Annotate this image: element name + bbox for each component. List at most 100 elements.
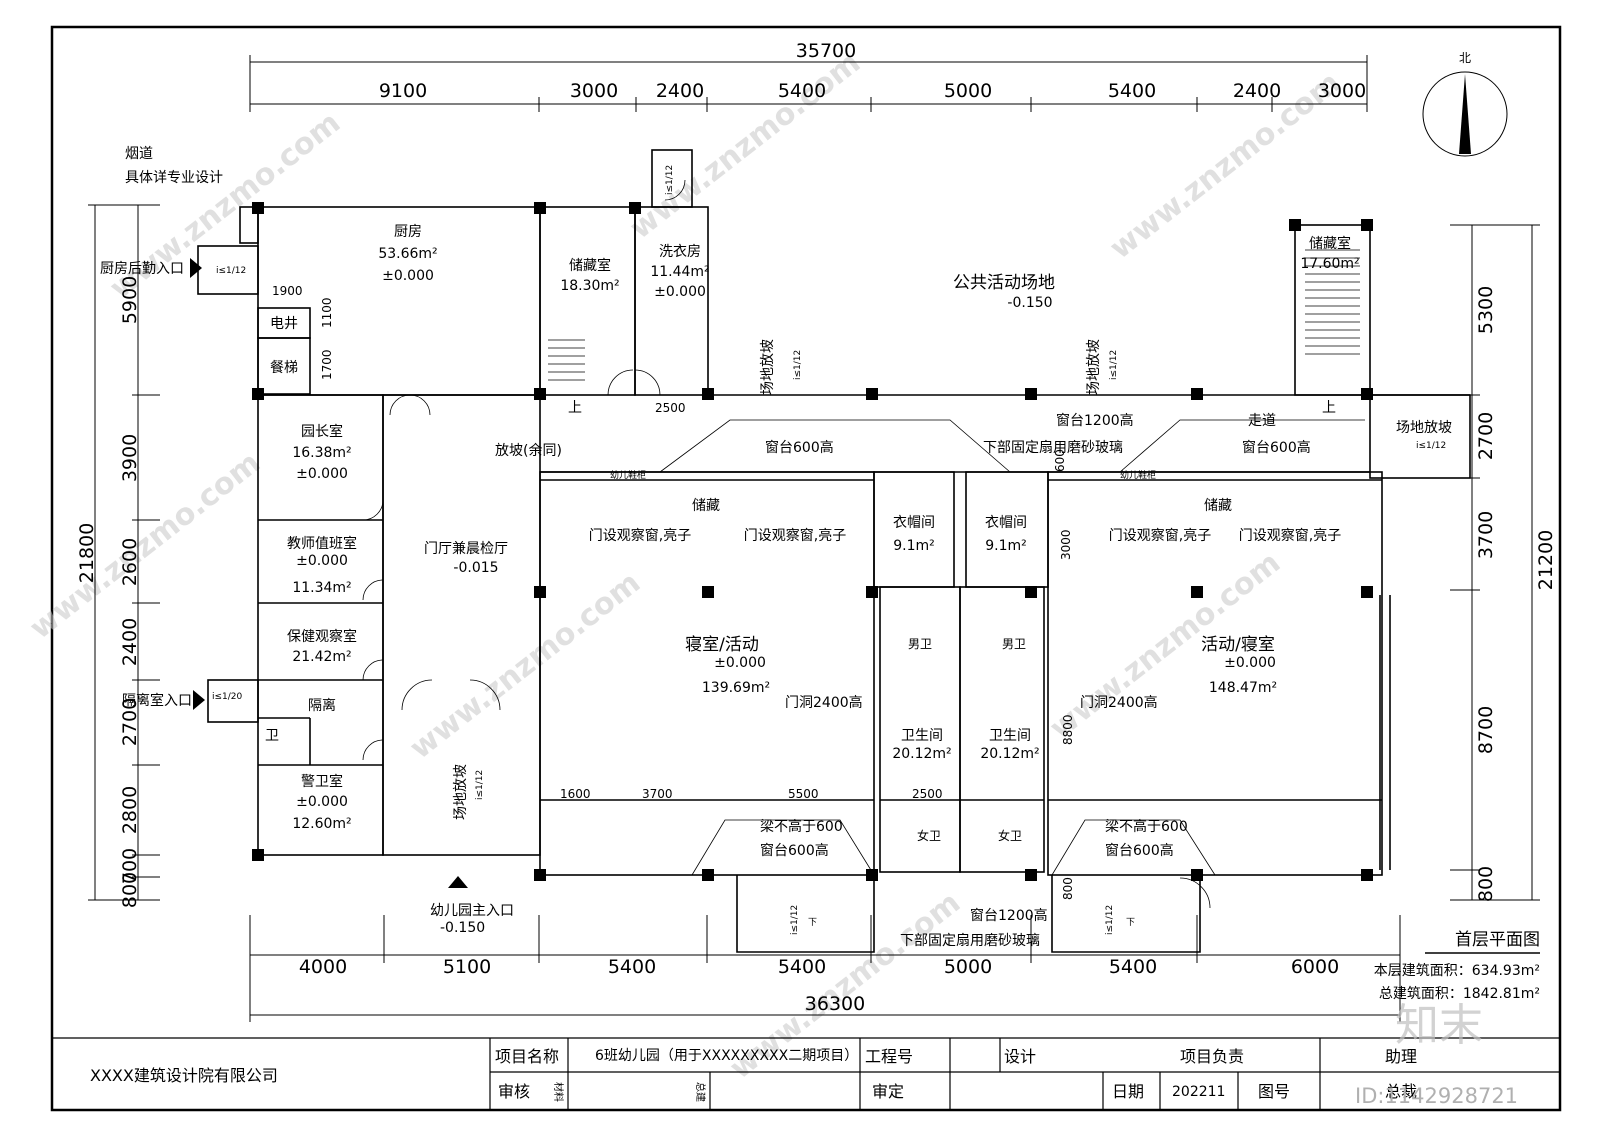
door-opening-note: 门洞2400高 [1080,694,1158,711]
room-health-name: 保健观察室 [287,628,357,645]
assistant-label: 助理 [1385,1047,1417,1066]
left-dimensions [88,204,160,901]
stair-up-label: 上 [1322,400,1336,416]
frosted-glass-note: 下部固定扇用磨砂玻璃 [983,439,1123,456]
room-cloak1-area: 9.1m² [893,538,935,554]
room-kitchen-level: ±0.000 [382,268,434,284]
stair-up-label: 上 [568,400,582,416]
dim-inner: 3700 [642,787,673,801]
watermark-text: www.znzmo.com [623,45,867,246]
material-label: 材料 [552,1082,565,1102]
storage-label: 储藏 [1204,498,1232,514]
review-label: 审核 [498,1082,530,1101]
dim-left-segment: 2600 [119,538,141,586]
dim-left-segment: 800 [119,872,141,908]
room-isolation-name: 隔离 [308,697,336,714]
female-wc-label: 女卫 [917,828,941,843]
shoe-cabinet-label: 幼儿鞋柜 [610,469,646,481]
corridor-label: 走道 [1248,413,1276,429]
dim-inner: 5500 [788,787,819,801]
watermark-text: www.znzmo.com [23,445,267,646]
columns [252,202,1373,881]
room-sleep1-name: 寝室/活动 [685,634,759,655]
storage-label: 储藏 [692,498,720,514]
floor-area-summary: 本层建筑面积：634.93m² [1374,963,1540,979]
dim-inner: 3000 [1059,529,1073,560]
dim-bottom-segment: 6000 [1291,956,1339,978]
kitchen-entry-label: 厨房后勤入口 [100,261,184,277]
dim-bottom-segment: 5400 [608,956,656,978]
slope-note: i≤1/12 [1109,350,1119,380]
top-dimensions [249,55,1368,112]
north-label: 北 [1459,51,1471,65]
slope-note: i≤1/12 [1416,441,1446,451]
dim-right-segment: 3700 [1475,511,1497,559]
slope-note: i≤1/12 [665,165,675,195]
dim-inner: 1100 [320,297,334,328]
dim-bottom-segment: 5000 [944,956,992,978]
dim-left-segment: 2400 [119,618,141,666]
chief-label: 总裁 [1385,1082,1417,1101]
room-kitchen-name: 厨房 [394,224,422,240]
room-guard-name: 警卫室 [301,773,343,790]
main-entry-level: -0.150 [440,920,485,936]
slope-note: i≤1/12 [1105,905,1115,935]
shoe-cabinet-label: 幼儿鞋柜 [1120,469,1156,481]
dim-top-segment: 5400 [778,80,826,102]
slope-note: i≤1/12 [475,770,485,800]
door-opening-note: 门洞2400高 [785,694,863,711]
sill-note: 窗台600高 [1242,439,1311,456]
male-wc-label: 男卫 [908,637,932,651]
slope-note: i≤1/12 [793,350,803,380]
entry-markers [190,258,468,888]
observation-window-note: 门设观察窗,亮子 [589,527,691,544]
ramp-down-label: 下 [808,918,817,928]
general-label: 总建 [694,1082,707,1102]
frosted-glass-note: 下部固定扇用磨砂玻璃 [900,932,1040,949]
dim-left-segment: 2700 [119,698,141,746]
dim-top-segment: 3000 [570,80,618,102]
room-storage1-area: 18.30m² [560,278,619,294]
dim-right-segment: 5300 [1475,286,1497,334]
room-lobby-level: -0.015 [453,560,498,576]
site-ramp-label: 场地放坡 [760,339,776,395]
dim-left-segment: 2800 [119,786,141,834]
slope-note: i≤1/20 [212,692,243,702]
dim-right-total: 21200 [1535,530,1557,590]
female-wc-label: 女卫 [998,828,1022,843]
ramp-down-label: 下 [1126,918,1135,928]
entry-arrow-icon [190,258,202,278]
room-guard-level: ±0.000 [296,794,348,810]
project-manager-label: 项目负责 [1180,1047,1244,1066]
room-toilet2-area: 20.12m² [980,746,1039,762]
dim-inner: 1900 [272,284,303,298]
sill-note: 窗台1200高 [1056,412,1134,429]
dim-bottom-segment: 4000 [299,956,347,978]
bottom-dimensions [249,915,1401,1022]
site-ramp-label: 场地放坡 [1396,420,1452,436]
dim-inner: 800 [1061,877,1075,900]
room-duty-level: ±0.000 [296,553,348,569]
dim-inner: 2500 [655,401,686,415]
dim-top-total: 35700 [796,40,856,62]
slope-note: i≤1/12 [216,266,246,276]
door-swings [362,179,1211,909]
room-toilet1-area: 20.12m² [892,746,951,762]
observation-window-note: 门设观察窗,亮子 [1239,527,1341,544]
note-flue-detail: 具体详专业设计 [125,170,223,186]
slope-rest-note: 放坡(余同) [495,442,562,459]
dim-inner: 1700 [320,349,334,380]
dim-inner: 2500 [912,787,943,801]
observation-window-note: 门设观察窗,亮子 [1109,527,1211,544]
public-area-label: 公共活动场地 [953,273,1055,293]
sill-note: 窗台600高 [1105,842,1174,859]
room-sleep2-level: ±0.000 [1224,655,1276,671]
beam-note: 梁不高于600 [1105,818,1188,835]
sill-note: 窗台600高 [765,439,834,456]
male-wc-label: 男卫 [1002,637,1026,651]
isolation-entry-label: 隔离室入口 [122,692,192,709]
dim-top-segment: 2400 [1233,80,1281,102]
room-dumbwaiter-name: 餐梯 [270,360,298,376]
site-ramp-label: 场地放坡 [453,764,469,820]
